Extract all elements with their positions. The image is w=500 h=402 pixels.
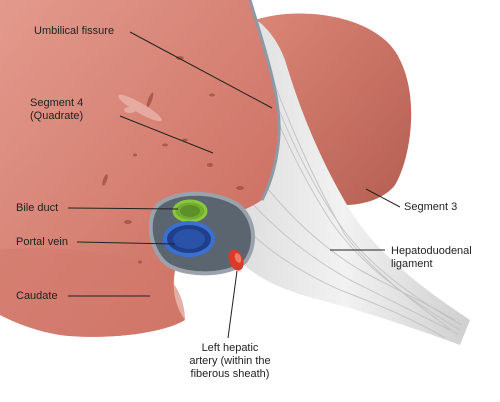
bile-duct-label: Bile duct: [16, 202, 59, 214]
segment3-label: Segment 3: [404, 201, 458, 213]
portal-vein-label: Portal vein: [16, 236, 68, 248]
segment4-label: Segment 4 (Quadrate): [30, 97, 84, 122]
umbilical-fissure-label: Umbilical fissure: [34, 25, 115, 37]
segment4-leader: [119, 115, 214, 154]
caudate-lobe: [0, 248, 185, 337]
umbilical-fissure-leader: [129, 31, 273, 109]
left-hepatic-artery-label: Left hepatic artery (within the fiberous…: [189, 342, 271, 380]
hepatoduodenal-ligament: [215, 9, 470, 345]
hepatoduodenal-ligament-label: Hepatoduodenal ligament: [391, 245, 472, 270]
segment3-leader: [365, 188, 401, 208]
bile-duct-leader: [67, 207, 179, 210]
caudate-label: Caudate: [16, 290, 58, 302]
portal-vein-leader: [76, 241, 176, 245]
artery-leader: [227, 270, 238, 339]
